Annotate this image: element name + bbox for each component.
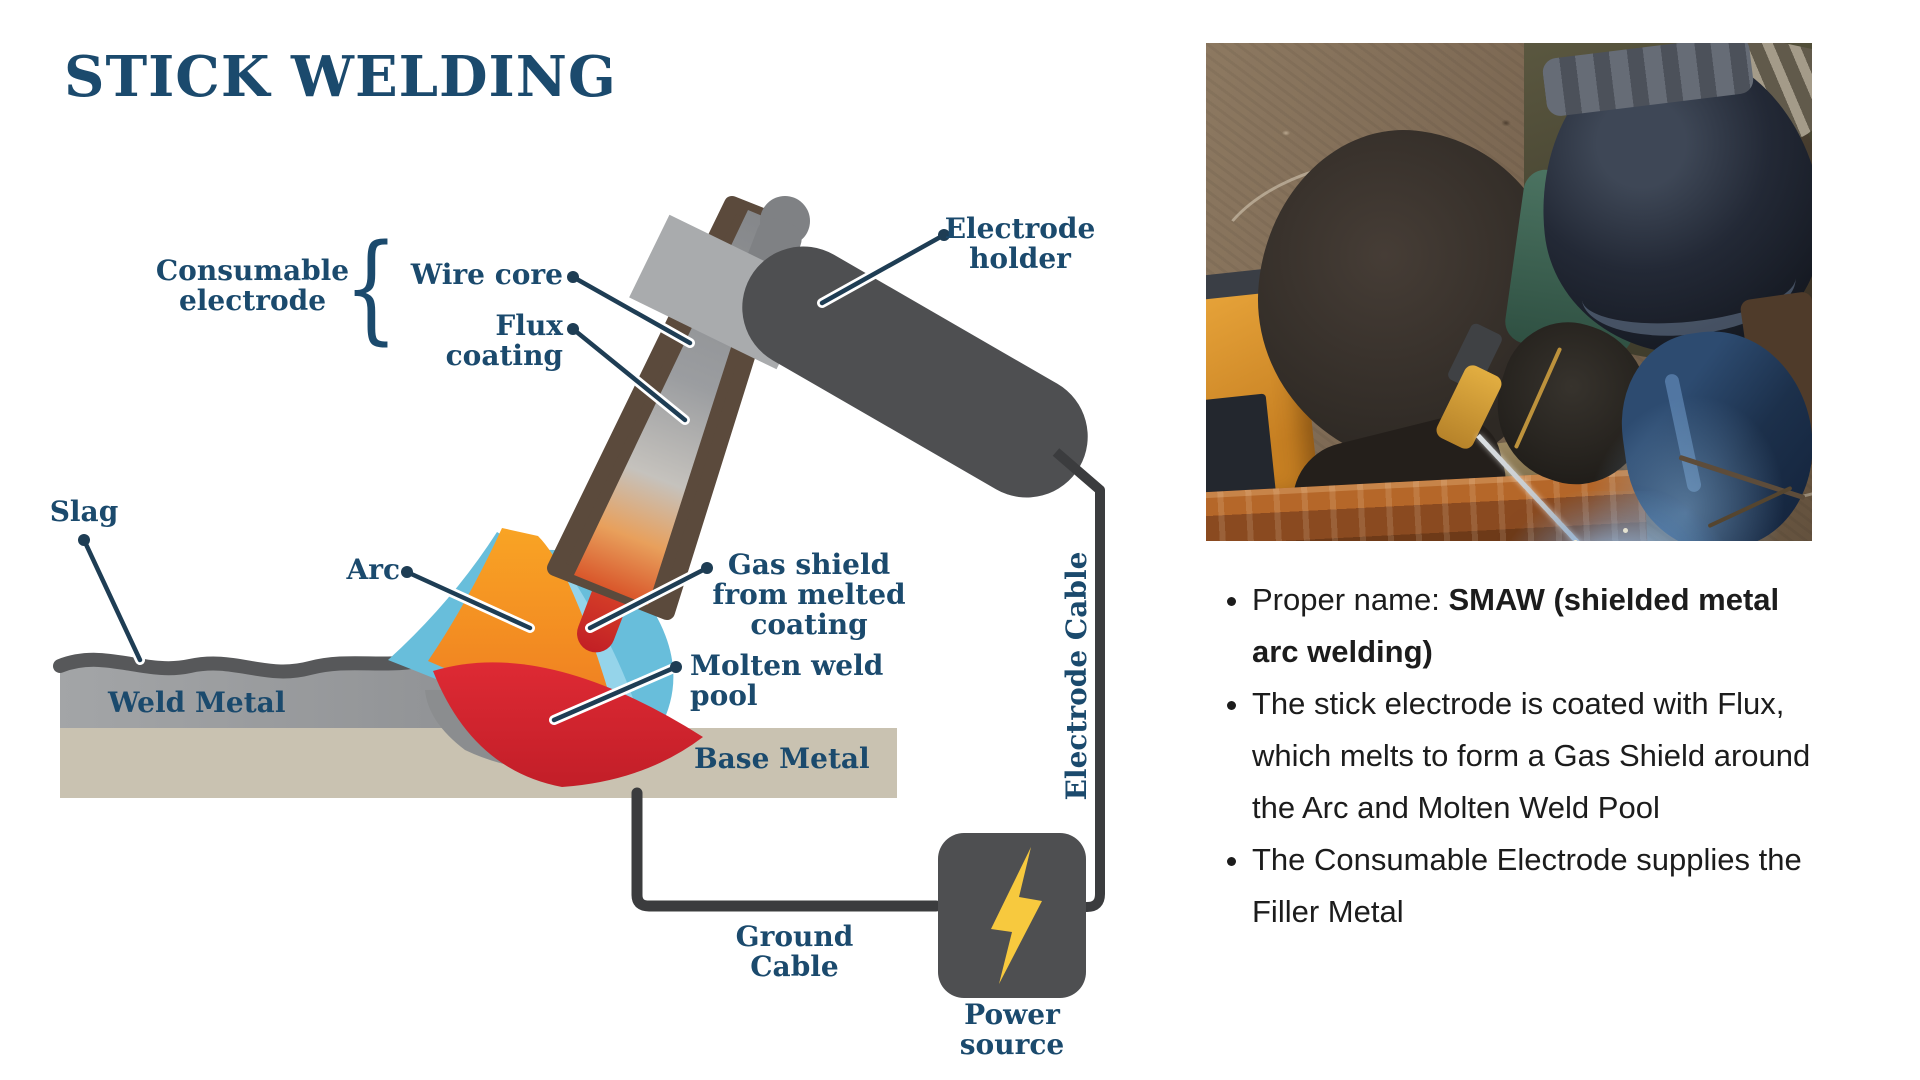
page-title: STICK WELDING (64, 44, 617, 110)
label-weld-metal: Weld Metal (108, 686, 286, 719)
label-wire-core: Wire core (410, 258, 563, 291)
label-electrode-cable: Electrode Cable (1060, 551, 1093, 801)
molten-pool-shape (433, 662, 703, 787)
leader-lines (78, 229, 950, 725)
bullet-item: The Consumable Electrode supplies the Fi… (1252, 834, 1834, 938)
label-slag: Slag (49, 495, 119, 528)
label-power-source: Power source (959, 998, 1065, 1062)
bullet-item: Proper name: SMAW (shielded metal arc we… (1252, 574, 1834, 678)
label-electrode-holder: Electrode holder (944, 212, 1096, 276)
electrode-holder-shape (742, 246, 1088, 498)
label-base-metal: Base Metal (694, 742, 870, 775)
weld-arc-glow (1494, 491, 1739, 541)
ground-cable-shape (631, 787, 942, 912)
welder-photo (1206, 43, 1812, 541)
bullet-text-bold: SMAW (shielded metal arc welding) (1252, 582, 1780, 669)
electrode-cable-shape (1052, 448, 1105, 912)
bullet-text: Proper name: (1252, 582, 1449, 617)
label-ground-cable: Ground Cable (735, 920, 854, 984)
label-flux-coating: Flux coating (445, 309, 563, 373)
bullet-list: Proper name: SMAW (shielded metal arc we… (1206, 574, 1834, 938)
slag-shape (53, 651, 439, 679)
lightning-bolt-icon (991, 847, 1042, 984)
bullet-item: The stick electrode is coated with Flux,… (1252, 678, 1834, 834)
brace-glyph: { (344, 218, 399, 356)
label-arc: Arc (346, 553, 400, 586)
label-molten-weld-pool: Molten weld pool (690, 649, 884, 713)
label-gas-shield: Gas shield from melted coating (712, 548, 906, 642)
label-consumable-electrode: Consumable electrode (155, 254, 350, 318)
stick-welding-diagram (53, 196, 1105, 998)
